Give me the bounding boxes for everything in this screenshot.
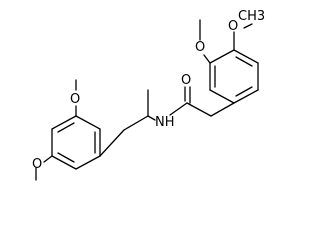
atom-o-top-1: O [228, 19, 238, 34]
bond-ring-ch2 [210, 102, 235, 117]
atom-nh: NH [155, 115, 175, 130]
bond-n-ch [147, 115, 156, 121]
right-benzene-ring [209, 49, 259, 104]
atom-ch3-top-1: CH3 [238, 9, 265, 24]
chemical-structure: O CH3 O O NH O O [32, 9, 265, 181]
atom-o-top-2: O [195, 40, 205, 55]
bond-ch2-ring [99, 129, 125, 157]
atom-o-carbonyl: O [181, 73, 191, 88]
atom-o-left-1: O [70, 92, 80, 107]
bond-carbonyl-n [169, 102, 188, 116]
bond-ring-o-left-2 [43, 155, 53, 163]
bond-ch-ch2 [123, 115, 149, 131]
left-benzene-ring [51, 115, 101, 170]
bond-o-methyl-top-1 [243, 23, 253, 29]
bond-ch2-carbonyl [186, 102, 212, 117]
bond-ring-o-top-2 [203, 54, 211, 64]
atom-o-left-2: O [32, 157, 42, 172]
